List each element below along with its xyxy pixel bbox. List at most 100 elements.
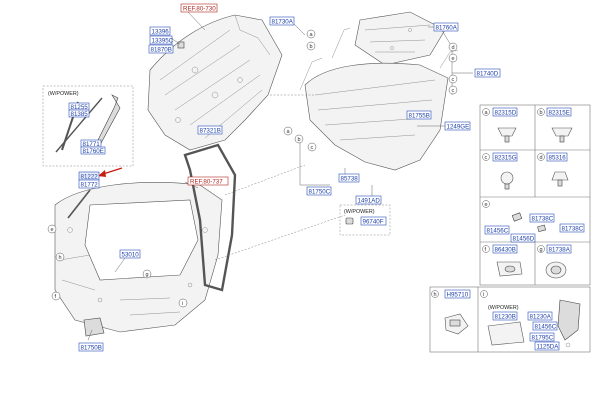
grid-81738C-a-box[interactable] [529, 213, 555, 223]
grid-81456D-box[interactable] [510, 233, 536, 243]
svg-text:g: g [540, 247, 543, 253]
ref-80-730-label: REF.80-730 [183, 6, 216, 13]
callout-c-2-text: c [452, 88, 455, 94]
label-81870B: 81870B [151, 47, 172, 54]
w-power-mid-box: (W/POWER) [339, 204, 391, 236]
callout-i-1-text: i [182, 301, 183, 307]
grid-82315E: 82315E [549, 110, 570, 117]
label-81760A-box[interactable] [433, 22, 459, 32]
highlight-arrow [98, 167, 123, 177]
label-81760E-box[interactable] [80, 146, 106, 155]
grid-H95710-box[interactable] [444, 289, 471, 299]
grid-86430B-box[interactable] [492, 244, 518, 254]
grid-81456D: 81456D [513, 236, 535, 243]
grid-81230B-box[interactable] [492, 311, 518, 321]
label-13396-box[interactable] [149, 26, 171, 36]
label-81730A-box[interactable] [269, 16, 295, 26]
label-85738: 85738 [341, 176, 359, 183]
label-13396: 13396 [152, 29, 170, 36]
callout-b-2-text: b [298, 137, 301, 143]
callout-b-top [306, 41, 316, 51]
label-81772: 81772 [81, 182, 99, 189]
label-81255: 81255 [71, 104, 89, 111]
label-81750B-box[interactable] [78, 342, 104, 352]
label-53010: 53010 [122, 252, 140, 259]
label-81740D: 81740D [477, 71, 499, 78]
svg-text:b: b [540, 110, 543, 116]
label-81750B: 81750B [81, 345, 102, 352]
label-81740D-box[interactable] [474, 68, 501, 78]
callout-h-1-text: h [59, 255, 62, 261]
callout-c-2 [448, 85, 458, 95]
label-81760E: 81760E [83, 148, 104, 155]
grid-82315E-box[interactable] [546, 107, 572, 117]
grid-86430B: 86430B [495, 247, 516, 254]
label-81760A: 81760A [436, 25, 458, 32]
label-81771: 81771 [83, 141, 101, 148]
callout-c-1 [448, 74, 458, 84]
label-87321B: 87321B [200, 128, 221, 135]
label-81870B-box[interactable] [148, 44, 174, 54]
callout-d-1 [448, 42, 458, 52]
label-13395C-box[interactable] [149, 35, 173, 45]
label-96740F-box[interactable] [360, 216, 387, 226]
label-81385-box[interactable] [68, 109, 90, 118]
label-1249GE-box[interactable] [444, 121, 471, 131]
svg-text:f: f [485, 247, 487, 253]
callout-e-2-text: e [51, 227, 54, 233]
callout-a-2-text: a [287, 129, 291, 135]
callout-e-2 [47, 224, 57, 234]
grid-81795C-box[interactable] [529, 332, 555, 342]
grid-81456C-i: 81456C [535, 324, 557, 331]
grid-81795C: 81795C [532, 335, 554, 342]
callout-d-1-text: d [452, 45, 455, 51]
grid-82315D-box[interactable] [492, 107, 518, 117]
grid-85316-box[interactable] [546, 152, 568, 162]
svg-text:e: e [485, 202, 488, 208]
label-96740F: 96740F [363, 219, 384, 226]
label-81755B: 81755B [409, 113, 430, 120]
label-81730A: 81730A [272, 19, 294, 26]
callout-e-1-text: e [452, 56, 455, 62]
label-13395C: 13395C [152, 38, 174, 45]
label-53010-box[interactable] [119, 249, 141, 259]
label-81750C: 81750C [309, 189, 331, 196]
grid-82315G-box[interactable] [492, 152, 518, 162]
w-power-mid-note: (W/POWER) [344, 209, 375, 215]
callout-g-1-text: g [146, 272, 149, 278]
callout-e-1 [448, 53, 458, 63]
fastener-grid: a 82315D b 82315E c 82315G d 85316 e 817… [479, 104, 591, 286]
ref-80-730-box[interactable] [180, 3, 218, 13]
ref-80-737-label: REF.80-737 [190, 179, 223, 186]
grid-81738C-b-box[interactable] [559, 223, 585, 233]
grid-81738C-a: 81738C [532, 216, 554, 223]
grid-81456C-box[interactable] [484, 225, 510, 235]
label-81750C-box[interactable] [306, 186, 332, 196]
label-81755B-box[interactable] [406, 110, 432, 120]
callout-h-1 [55, 252, 65, 262]
callout-f-1 [51, 291, 61, 301]
grid-82315G: 82315G [495, 155, 517, 162]
callout-b-2 [294, 134, 304, 144]
grid-81230A-box[interactable] [527, 311, 553, 321]
label-81772-box[interactable] [78, 179, 100, 189]
svg-text:d: d [540, 155, 543, 161]
part-number-labels: REF.80-730 81730A 13396 13395C 81870B 81… [68, 3, 501, 352]
grid-82315D: 82315D [495, 110, 517, 117]
svg-text:h: h [434, 292, 437, 298]
w-power-right-note: (W/POWER) [488, 305, 519, 311]
grid-81738A-box[interactable] [546, 244, 572, 254]
label-81385: 81385 [71, 111, 89, 118]
grid-81456C-i-box[interactable] [532, 321, 558, 331]
ref-80-737-box[interactable] [187, 176, 229, 186]
label-87321B-box[interactable] [197, 125, 223, 135]
grid-1125DA-box[interactable] [534, 341, 560, 351]
grid-81738C-b: 81738C [562, 226, 584, 233]
grid-H95710: H95710 [447, 292, 469, 299]
callout-c-3 [307, 142, 317, 152]
callout-a-top-text: a [310, 32, 314, 38]
svg-text:c: c [485, 155, 488, 161]
label-85738-box[interactable] [338, 173, 360, 183]
label-1491AD-box[interactable] [355, 195, 382, 205]
